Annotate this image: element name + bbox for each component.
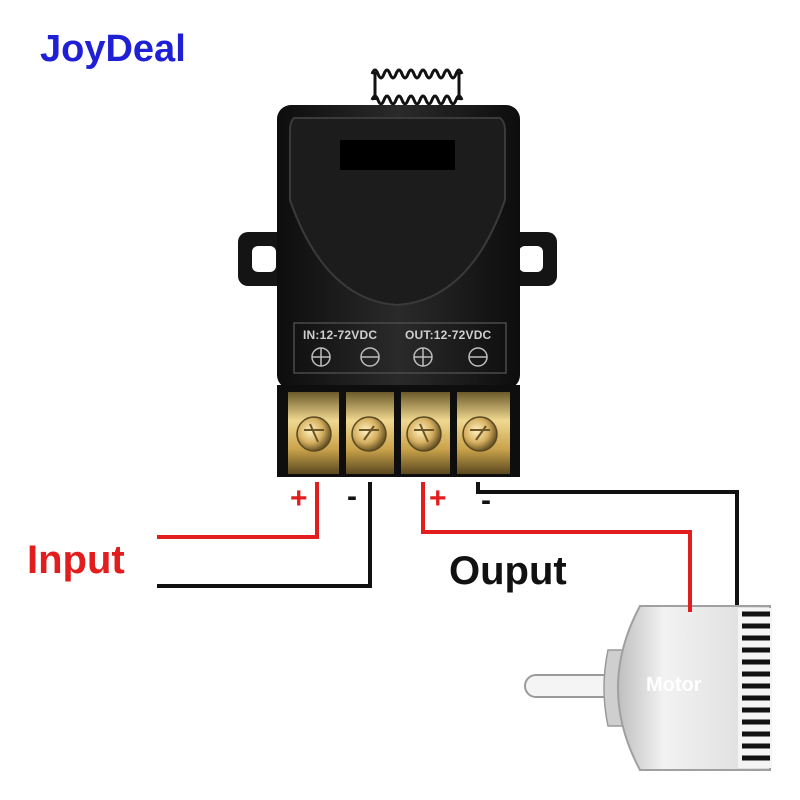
motor-shaft <box>524 674 616 698</box>
motor-vent-slots <box>742 611 770 761</box>
output-minus-sign: - <box>481 484 491 517</box>
output-plus-sign: + <box>429 482 447 515</box>
output-spec-label: OUT:12-72VDC <box>405 328 492 342</box>
input-plus-sign: + <box>290 482 308 515</box>
motor-body <box>617 605 771 771</box>
output-negative-wire <box>476 482 739 608</box>
terminal-symbols <box>311 347 488 367</box>
input-minus-sign: - <box>347 480 357 513</box>
antenna-coil <box>370 68 464 106</box>
input-negative-wire <box>157 482 372 588</box>
relay-module <box>277 105 520 477</box>
motor-label: Motor <box>646 674 702 696</box>
wires <box>157 482 739 608</box>
output-positive-wire <box>421 482 692 602</box>
motor <box>524 602 772 771</box>
terminal-screws <box>296 416 498 452</box>
output-label: Ouput <box>449 549 567 593</box>
spec-panel <box>293 322 507 374</box>
input-positive-wire <box>157 482 319 539</box>
input-label: Input <box>27 538 125 582</box>
brand-logo: JoyDeal <box>40 28 186 70</box>
label-window <box>340 140 455 170</box>
input-spec-label: IN:12-72VDC <box>303 328 378 342</box>
